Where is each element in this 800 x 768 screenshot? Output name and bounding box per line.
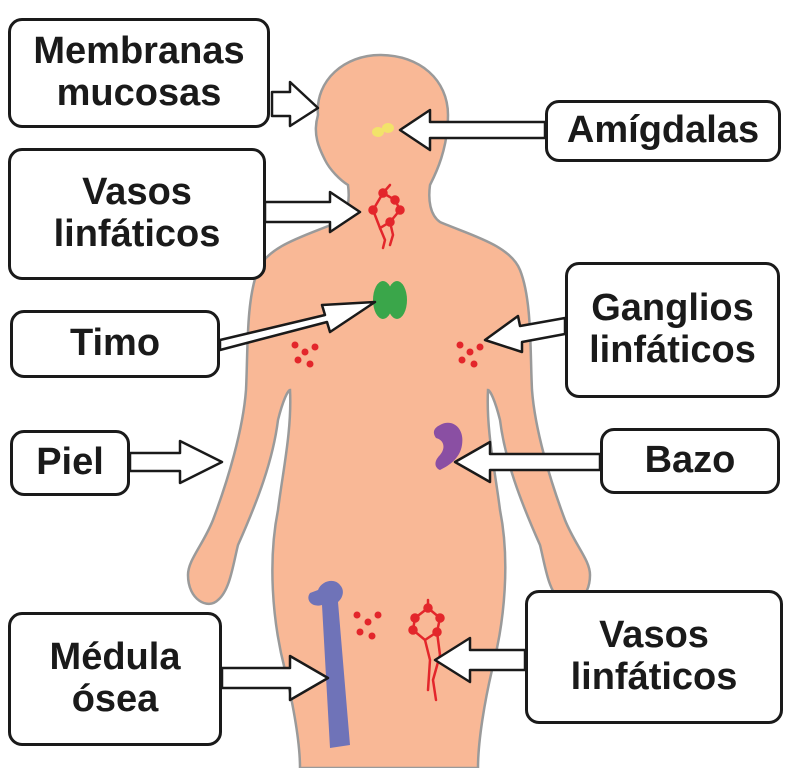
arrow-bazo: [453, 440, 602, 484]
arrow-vasos-bottom: [433, 636, 527, 684]
lymph-nodes-left-armpit: [291, 341, 319, 368]
thymus-organ: [373, 281, 407, 319]
arrow-vasos-top: [263, 190, 362, 234]
arrow-piel: [128, 439, 224, 485]
arrow-amigdalas: [398, 108, 547, 152]
neck-lymph-vessels: [368, 183, 405, 250]
groin-lymph-vessels: [408, 598, 445, 702]
label-medula-osea: Médula ósea: [8, 612, 222, 746]
spleen-organ: [433, 422, 463, 470]
label-vasos-linfaticos-bottom: Vasos linfáticos: [525, 590, 783, 724]
label-amigdalas: Amígdalas: [545, 100, 781, 162]
label-timo: Timo: [10, 310, 220, 378]
tonsil-right: [382, 123, 394, 133]
arrow-timo: [218, 300, 377, 352]
label-piel: Piel: [10, 430, 130, 496]
lymph-nodes-right-armpit: [456, 341, 484, 368]
femur-bone: [308, 580, 350, 748]
lymph-nodes-groin: [353, 611, 382, 640]
label-ganglios-linfaticos: Ganglios linfáticos: [565, 262, 780, 398]
human-body-silhouette: [186, 53, 592, 768]
pointer-arrows: [128, 80, 602, 702]
label-vasos-linfaticos-top: Vasos linfáticos: [8, 148, 266, 280]
arrow-membranas: [270, 80, 320, 128]
label-membranas-mucosas: Membranas mucosas: [8, 18, 270, 128]
arrow-medula: [220, 654, 330, 702]
label-bazo: Bazo: [600, 428, 780, 494]
arrow-ganglios: [483, 314, 567, 354]
tonsil-left: [372, 127, 384, 137]
